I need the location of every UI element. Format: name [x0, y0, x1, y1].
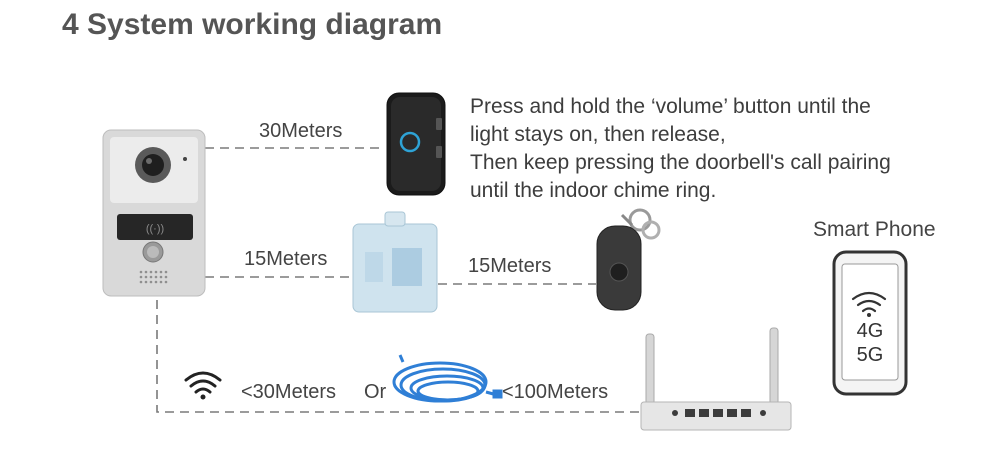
diagram-title: 4 System working diagram	[62, 8, 443, 41]
wifi-distance-label: <30Meters	[241, 381, 337, 403]
instruction-line: Then keep pressing the doorbell's call p…	[470, 151, 891, 174]
cable-distance-label: <100Meters	[502, 381, 609, 403]
indoor-chime-device	[386, 92, 446, 196]
remote-distance-label: 15Meters	[468, 255, 552, 277]
relay-distance-label: 15Meters	[244, 248, 328, 270]
phone-network-4g: 4G	[856, 320, 884, 342]
instruction-line: Press and hold the ‘volume’ button until…	[470, 95, 871, 118]
remote-keyfob-device	[596, 208, 661, 311]
ethernet-cable-icon	[392, 354, 503, 403]
doorbell-device: ((·))	[102, 129, 206, 297]
pairing-instructions: Press and hold the ‘volume’ button until…	[470, 93, 990, 205]
svg-text:((·)): ((·))	[146, 223, 164, 235]
wifi-icon	[184, 371, 222, 400]
phone-network-5g: 5G	[856, 344, 884, 366]
router-device	[640, 327, 792, 431]
smart-phone-device	[832, 250, 908, 396]
connection-lines	[156, 147, 640, 413]
instruction-line: light stays on, then release,	[470, 123, 726, 146]
smart-phone-label: Smart Phone	[813, 218, 936, 241]
line-doorbell-to-router	[156, 300, 640, 413]
relay-module-device	[352, 211, 438, 313]
chime-distance-label: 30Meters	[259, 120, 343, 142]
or-label: Or	[364, 381, 387, 403]
instruction-line: until the indoor chime ring.	[470, 179, 717, 202]
